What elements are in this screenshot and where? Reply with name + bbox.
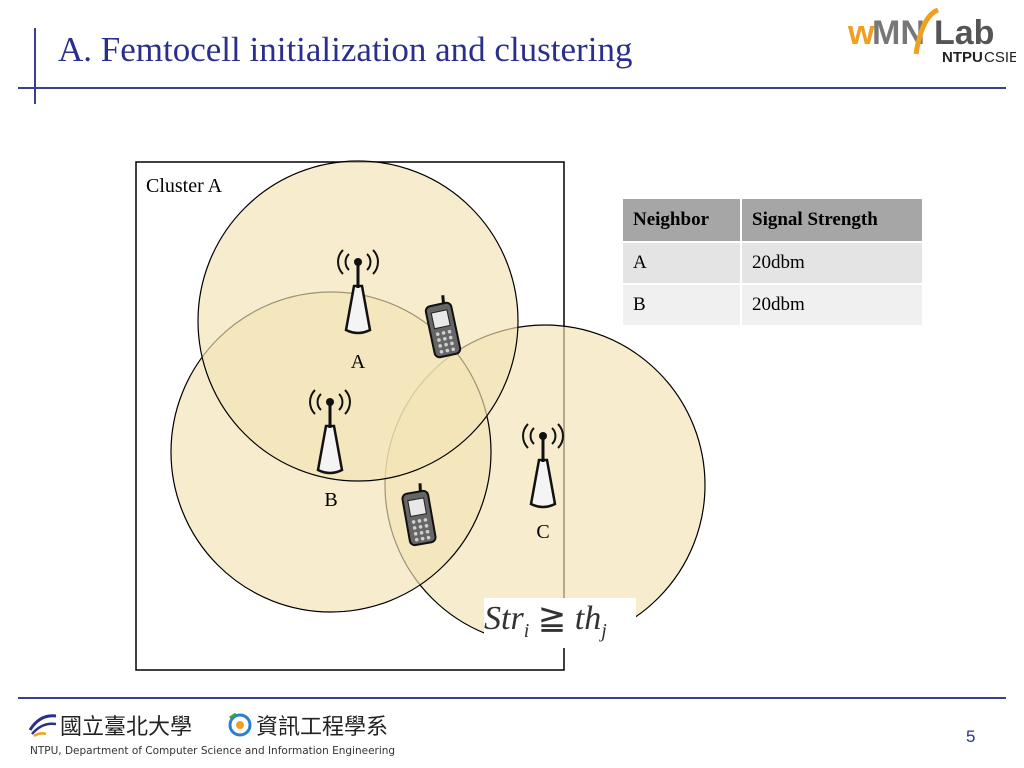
base-station-b-label: B <box>324 489 337 511</box>
formula-rhs-sub: j <box>601 619 607 642</box>
logo-ntpu-text: NTPU <box>942 49 983 66</box>
table-header-signal-strength: Signal Strength <box>741 199 924 243</box>
table-header-neighbor: Neighbor <box>623 199 742 243</box>
table-cell: 20dbm <box>741 242 924 285</box>
table-cell: B <box>623 284 742 327</box>
table-row: B 20dbm <box>623 284 924 327</box>
csie-emblem-icon <box>228 712 252 737</box>
header-rule <box>18 87 1006 89</box>
table-cell: A <box>623 242 742 285</box>
logo-w-text: w <box>847 14 875 52</box>
formula-rhs: th <box>574 600 602 637</box>
table-row: A 20dbm <box>623 242 924 285</box>
base-station-a-label: A <box>351 351 366 373</box>
table-cell: 20dbm <box>741 284 924 327</box>
footer-university-cn: 國立臺北大學 <box>60 715 192 740</box>
page-number: 5 <box>966 727 976 746</box>
ntpu-emblem-icon <box>28 714 57 738</box>
femtocell-cluster-diagram: Cluster A A B C <box>135 160 706 671</box>
header-vertical-rule <box>34 28 36 104</box>
footer-rule <box>18 697 1006 699</box>
cluster-label: Cluster A <box>146 175 223 197</box>
logo-lab-text: Lab <box>934 14 994 52</box>
formula-operator: ≧ <box>537 600 567 637</box>
logo-csie-text: CSIE <box>984 49 1016 66</box>
slide-title: A. Femtocell initialization and clusteri… <box>58 30 633 69</box>
logo-swoosh-icon <box>913 7 940 55</box>
base-station-c-label: C <box>536 521 549 543</box>
ntpu-csie-footer-logo: 國立臺北大學 資訊工程學系 NTPU, Department of Comput… <box>28 712 395 757</box>
threshold-formula: Stri ≧ thj <box>484 598 636 648</box>
formula-lhs-sub: i <box>523 619 530 642</box>
formula-lhs: Str <box>484 600 524 637</box>
footer-dept-en: NTPU, Department of Computer Science and… <box>30 745 395 757</box>
wmnlab-logo: w MN Lab NTPU CSIE <box>847 7 1016 66</box>
neighbor-table: Neighbor Signal Strength A 20dbm B 20dbm <box>623 199 924 327</box>
footer-dept-cn: 資訊工程學系 <box>256 715 388 740</box>
